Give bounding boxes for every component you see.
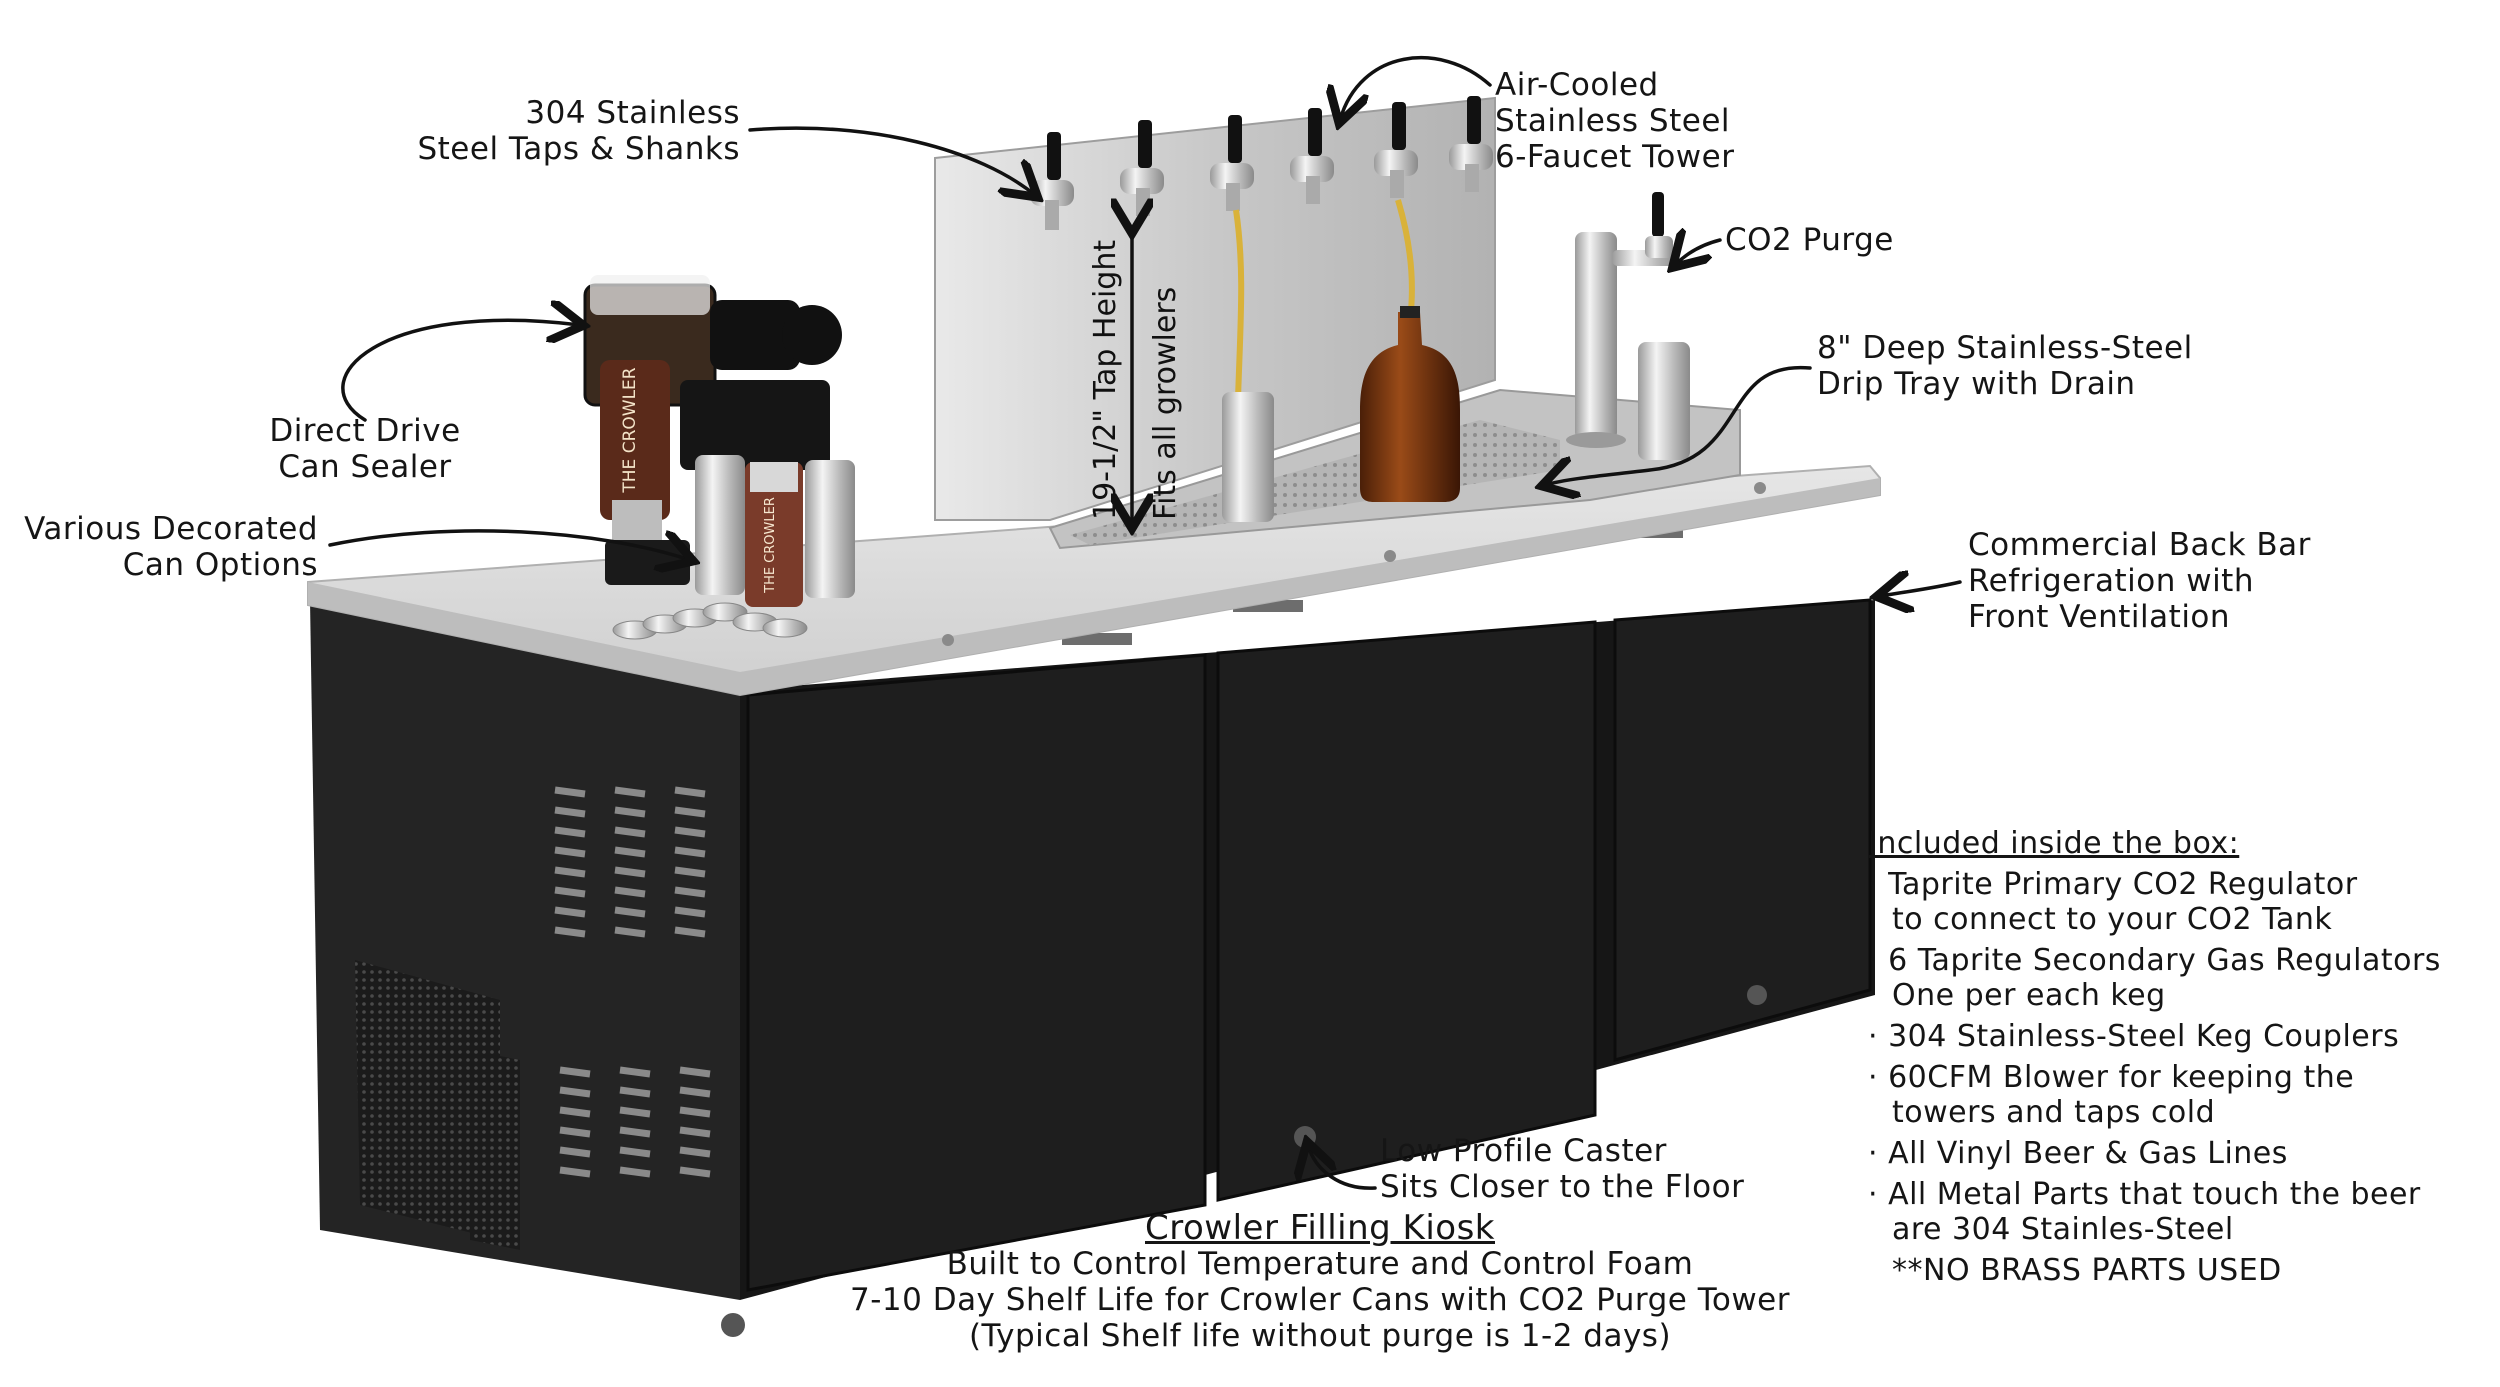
arrow-sealer bbox=[341, 320, 580, 422]
tap-height-label: 19-1/2" Tap Height Fits all growlers bbox=[1088, 240, 1183, 520]
included-item: 304 Stainless-Steel Keg Couplers bbox=[1868, 1019, 2441, 1054]
crowler-can bbox=[1222, 392, 1274, 522]
callout-tower: Air-Cooled Stainless Steel 6-Faucet Towe… bbox=[1495, 67, 1734, 175]
included-item: 60CFM Blower for keeping the bbox=[1868, 1060, 2441, 1095]
caster bbox=[721, 1313, 745, 1337]
growler bbox=[1360, 312, 1460, 502]
callout-drip-tray: 8" Deep Stainless-Steel Drip Tray with D… bbox=[1817, 330, 2193, 402]
callout-line: Low Profile Caster bbox=[1380, 1133, 1667, 1169]
callout-taps: 304 Stainless Steel Taps & Shanks bbox=[380, 95, 740, 167]
caster bbox=[1747, 985, 1767, 1005]
included-item: All Metal Parts that touch the beer bbox=[1868, 1177, 2441, 1212]
callout-line: Can Options bbox=[122, 547, 318, 583]
included-item: 6 Taprite Secondary Gas Regulators bbox=[1868, 943, 2441, 978]
side-mesh-vent bbox=[470, 1050, 520, 1250]
decorated-cans: THE CROWLER bbox=[612, 455, 855, 640]
included-note: **NO BRASS PARTS USED bbox=[1892, 1253, 2282, 1288]
door-left bbox=[746, 653, 1207, 1292]
can-sealer: THE CROWLER bbox=[583, 275, 842, 585]
included-item: All Vinyl Beer & Gas Lines bbox=[1868, 1136, 2441, 1171]
callout-line: Refrigeration with bbox=[1968, 563, 2254, 599]
side-louvers bbox=[554, 786, 711, 1178]
can-brand: THE CROWLER bbox=[763, 497, 778, 594]
callout-line: Various Decorated bbox=[24, 511, 318, 547]
side-mesh-vent bbox=[355, 960, 500, 1240]
arrow-tower bbox=[1340, 55, 1492, 120]
co2-purge-tower bbox=[1566, 192, 1690, 460]
callout-can-sealer: Direct Drive Can Sealer bbox=[215, 413, 515, 485]
kiosk-title: Crowler Filling Kiosk bbox=[1145, 1208, 1495, 1248]
arrow-refrigeration bbox=[1880, 582, 1962, 596]
arrow-caster bbox=[1308, 1145, 1377, 1190]
callout-line: Sits Closer to the Floor bbox=[1380, 1169, 1745, 1205]
arrow-drip-tray bbox=[1545, 365, 1812, 485]
kiosk-description: Crowler Filling Kiosk Built to Control T… bbox=[780, 1210, 1860, 1354]
callout-line: 6-Faucet Tower bbox=[1495, 139, 1735, 175]
callout-line: Drip Tray with Drain bbox=[1817, 366, 2136, 402]
callout-caster: Low Profile Caster Sits Closer to the Fl… bbox=[1380, 1133, 1744, 1205]
callout-refrigeration: Commercial Back Bar Refrigeration with F… bbox=[1968, 527, 2311, 635]
included-box-list: Included inside the box: Taprite Primary… bbox=[1868, 826, 2441, 1288]
callout-line: Stainless Steel bbox=[1495, 103, 1731, 139]
included-item-cont: are 304 Stainles-Steel bbox=[1892, 1212, 2234, 1247]
door-right bbox=[1613, 598, 1872, 1062]
callout-arrows bbox=[328, 55, 1962, 1190]
callout-line: 8" Deep Stainless-Steel bbox=[1817, 330, 2193, 366]
kiosk-line: 7-10 Day Shelf Life for Crowler Cans wit… bbox=[849, 1282, 1791, 1318]
callout-can-options: Various Decorated Can Options bbox=[0, 511, 318, 583]
fill-tube bbox=[1233, 209, 1245, 401]
arrow-co2 bbox=[1675, 240, 1722, 265]
countertop bbox=[307, 464, 1881, 697]
kiosk-line: (Typical Shelf life without purge is 1-2… bbox=[968, 1318, 1672, 1354]
callout-co2-purge: CO2 Purge bbox=[1725, 222, 1894, 258]
callout-line: Can Sealer bbox=[278, 449, 452, 485]
callout-line: Commercial Back Bar bbox=[1968, 527, 2311, 563]
tap-height-line-1: 19-1/2" Tap Height bbox=[1088, 240, 1123, 520]
callout-line: 304 Stainless bbox=[525, 95, 740, 131]
callout-line: CO2 Purge bbox=[1725, 222, 1894, 258]
sealer-brand: THE CROWLER bbox=[620, 367, 640, 493]
included-item-cont: towers and taps cold bbox=[1892, 1095, 2216, 1130]
callout-line: Direct Drive bbox=[269, 413, 461, 449]
included-item-cont: to connect to your CO2 Tank bbox=[1892, 902, 2333, 937]
included-title: Included inside the box: bbox=[1868, 826, 2240, 861]
included-item-cont: One per each keg bbox=[1892, 978, 2166, 1013]
faucet-tower bbox=[934, 96, 1741, 550]
callout-line: Air-Cooled bbox=[1495, 67, 1659, 103]
refrigerated-cabinet bbox=[310, 527, 1875, 1337]
door-middle bbox=[1216, 620, 1597, 1202]
included-item: Taprite Primary CO2 Regulator bbox=[1868, 867, 2441, 902]
purge-can bbox=[1638, 342, 1690, 460]
callout-line: Front Ventilation bbox=[1968, 599, 2231, 635]
arrow-cans bbox=[328, 529, 690, 560]
callout-line: Steel Taps & Shanks bbox=[417, 131, 740, 167]
tap-height-line-2: Fits all growlers bbox=[1148, 287, 1183, 520]
arrow-taps bbox=[748, 126, 1035, 195]
kiosk-line: Built to Control Temperature and Control… bbox=[946, 1246, 1694, 1282]
caster bbox=[1294, 1126, 1316, 1148]
